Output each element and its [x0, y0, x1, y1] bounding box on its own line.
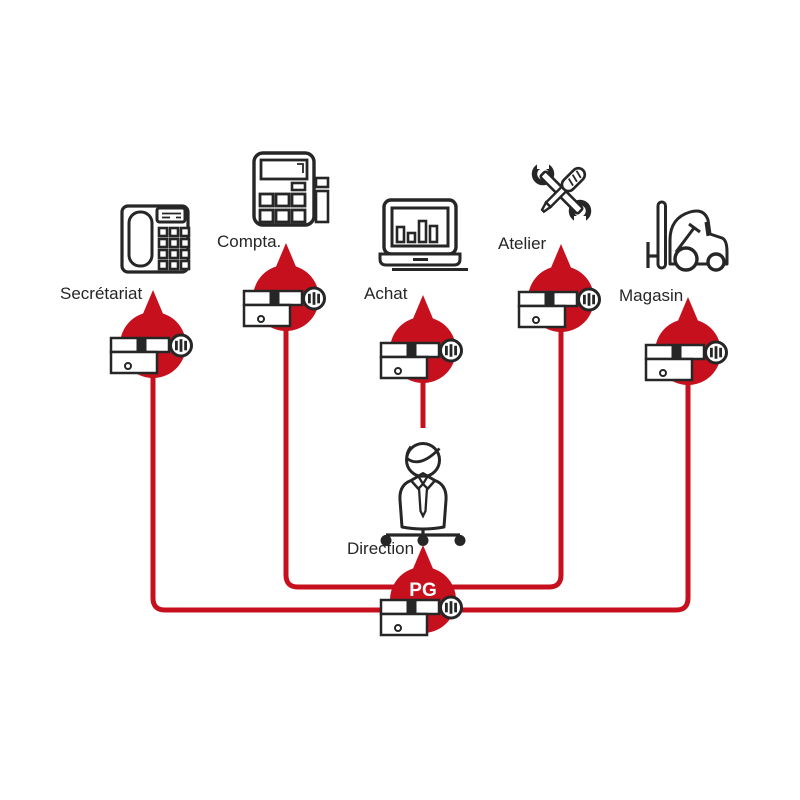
screwdriver [540, 166, 587, 214]
label-compta: Compta. [217, 232, 282, 251]
lock-node-secretariat [109, 290, 193, 378]
calculator-icon [252, 151, 330, 227]
label-achat: Achat [364, 284, 408, 303]
forklift-icon [646, 200, 729, 272]
label-secretariat: Secrétariat [60, 284, 143, 303]
person-org-chart-icon [380, 442, 466, 546]
lock-node-achat [379, 295, 463, 383]
desk-phone-icon [120, 204, 191, 274]
lock-node-atelier [517, 244, 601, 332]
wrench-screwdriver-icon [531, 158, 592, 228]
lock-node-pg-master: PG [379, 545, 463, 637]
lock-node-compta [242, 243, 326, 331]
label-atelier: Atelier [498, 234, 547, 253]
laptop-bar-chart-icon [378, 198, 468, 271]
connector-compta-pg [283, 298, 423, 590]
pg-master-label: PG [409, 580, 436, 601]
connector-magasin-pg [423, 352, 691, 613]
label-magasin: Magasin [619, 286, 684, 305]
connector-atelier-pg [423, 299, 564, 590]
label-direction: Direction [347, 539, 415, 558]
connector-secretariat-pg [150, 345, 423, 613]
lock-node-magasin [644, 297, 728, 385]
